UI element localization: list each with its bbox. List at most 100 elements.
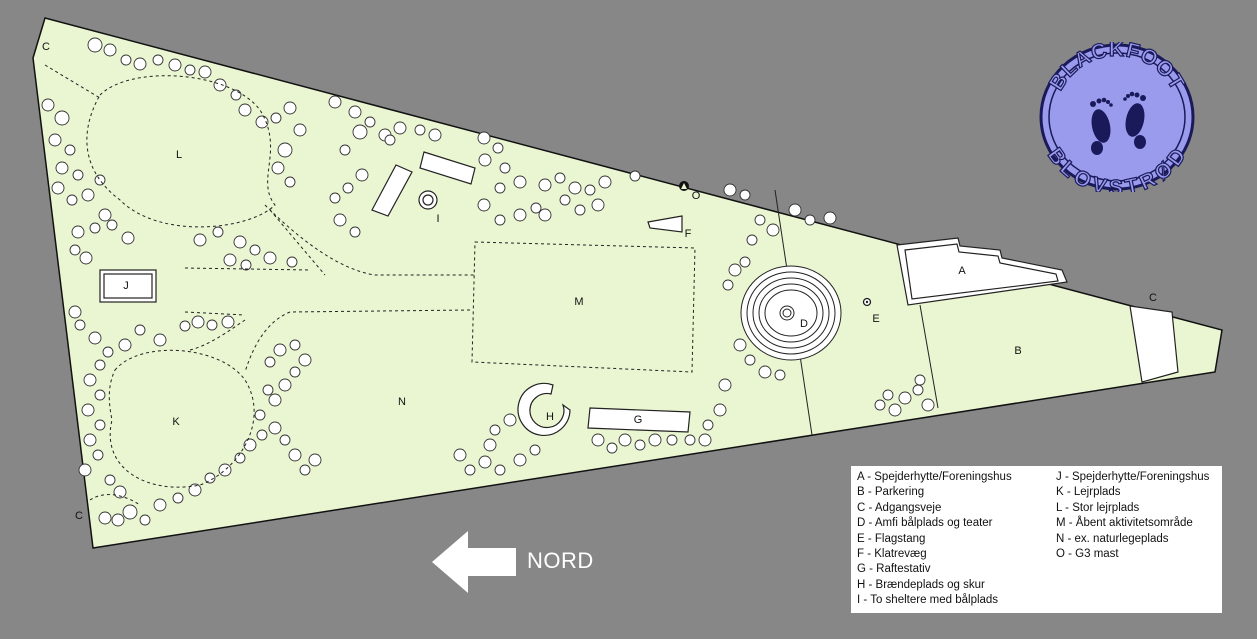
legend-item: M - Åbent aktivitetsområde (1056, 517, 1193, 530)
tree-icon (733, 338, 747, 352)
tree-icon (513, 208, 527, 222)
tree-icon (218, 463, 232, 477)
tree-icon (384, 134, 396, 146)
tree-icon (120, 54, 132, 66)
tree-icon (702, 419, 714, 431)
tree-icon (273, 343, 287, 357)
tree-icon (414, 124, 426, 136)
tree-icon (684, 434, 696, 446)
tree-icon (284, 176, 296, 188)
tree-icon (179, 320, 191, 332)
tree-icon (339, 144, 351, 156)
tree-icon (104, 474, 116, 486)
tree-icon (87, 37, 103, 53)
area-label-d: D (800, 318, 808, 330)
path-outline (189, 319, 246, 351)
tree-icon (213, 78, 227, 92)
tree-icon (122, 504, 138, 520)
tree-icon (766, 223, 780, 237)
legend-item: J - Spejderhytte/Foreningshus (1056, 471, 1210, 483)
tree-icon (494, 464, 506, 476)
access-road-c (1129, 305, 1179, 383)
tree-icon (68, 305, 82, 319)
path-outline (244, 309, 471, 373)
tree-icon (648, 433, 662, 447)
tree-icon (94, 359, 106, 371)
rafting-rack-g (587, 407, 691, 433)
tree-icon (503, 413, 517, 427)
legend-item: H - Brændeplads og skur (857, 578, 985, 591)
climbing-wall-f (647, 215, 683, 233)
tree-icon (478, 153, 492, 167)
tree-icon (106, 219, 118, 231)
tree-icon (722, 279, 734, 291)
tree-icon (618, 433, 632, 447)
tree-icon (288, 448, 302, 462)
tree-icon (393, 121, 407, 135)
tree-icon (744, 354, 756, 366)
tree-icon (289, 366, 301, 378)
tree-icon (342, 182, 354, 194)
tree-icon (713, 403, 727, 417)
area-label-n: N (398, 396, 406, 408)
tree-icon (538, 178, 552, 192)
tree-icon (477, 131, 491, 145)
boundary-line (919, 304, 939, 409)
legend-item: B - Parkering (857, 486, 925, 499)
tree-icon (289, 339, 301, 351)
path-outline (184, 267, 311, 271)
tree-icon (198, 65, 212, 79)
tree-icon (249, 244, 261, 256)
building-j (99, 269, 157, 303)
tree-icon (234, 452, 246, 464)
tree-icon (349, 226, 361, 238)
tree-icon (66, 194, 78, 206)
tree-icon (494, 182, 506, 194)
tree-icon (788, 203, 802, 217)
tree-icon (728, 263, 742, 277)
tree-icon (598, 175, 612, 189)
tree-icon (221, 315, 235, 329)
tree-icon (204, 472, 216, 484)
legend-item: L - Stor lejrplads (1056, 501, 1140, 514)
tree-icon (774, 369, 786, 381)
tree-icon (153, 333, 167, 347)
tree-icon (89, 222, 101, 234)
tree-icon (874, 399, 886, 411)
legend-column-left: A - Spejderhytte/Foreningshus B - Parker… (857, 470, 1012, 609)
tree-icon (698, 433, 712, 447)
tree-icon (718, 378, 732, 392)
tree-icon (118, 338, 132, 352)
tree-icon (888, 403, 902, 417)
tree-icon (184, 64, 196, 76)
tree-icon (243, 438, 257, 452)
tree-icon (746, 234, 758, 246)
legend-item: G - Raftestativ (857, 563, 931, 576)
tree-icon (102, 346, 114, 358)
tree-icon (134, 324, 146, 336)
tree-icon (723, 183, 737, 197)
tree-icon (283, 101, 297, 115)
camp-area-k-outline (108, 349, 255, 488)
tree-icon (739, 189, 751, 201)
tree-icon (530, 202, 542, 214)
tree-icon (270, 112, 282, 124)
area-label-h: H (546, 411, 554, 423)
tree-icon (139, 514, 151, 526)
tree-icon (152, 54, 164, 66)
tree-icon (256, 429, 268, 441)
tree-icon (188, 483, 202, 497)
north-arrow-icon (432, 531, 516, 593)
tree-icon (308, 453, 322, 467)
tree-icon (591, 433, 605, 447)
legend-item: K - Lejrplads (1056, 486, 1121, 499)
blackfoot-logo: BLACKFOOT BLOVSTRØD (1039, 42, 1195, 192)
footprint-icon (1123, 91, 1146, 149)
area-label-a: A (958, 265, 966, 277)
area-label-c: C (75, 510, 83, 522)
tree-icon (278, 378, 292, 392)
north-label: NORD (527, 548, 594, 573)
area-label-m: M (574, 296, 583, 308)
tree-icon (882, 389, 894, 401)
tree-icon (64, 144, 76, 156)
